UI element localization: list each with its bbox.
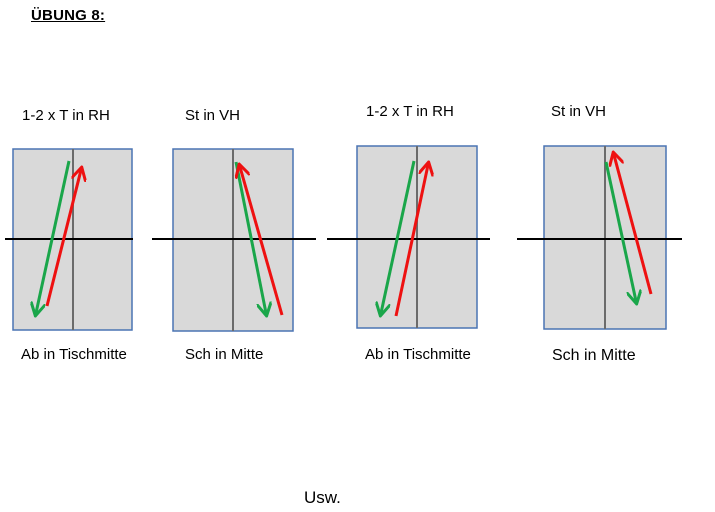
panel-1-top-label: 1-2 x T in RH [22, 107, 110, 124]
panel-4-bottom-label: Sch in Mitte [552, 347, 636, 364]
panel-2-top-label: St in VH [185, 107, 241, 124]
exercise-title: ÜBUNG 8: [31, 7, 106, 24]
panel-3 [327, 145, 490, 329]
green-arrow [604, 161, 636, 301]
panel-4 [517, 145, 682, 330]
footer-text: Usw. [304, 488, 341, 507]
green-arrow [381, 160, 416, 313]
panel-2 [152, 148, 316, 332]
red-arrow [45, 170, 81, 307]
panel-1-bottom-label: Ab in Tischmitte [21, 346, 127, 363]
panel-3-bottom-label: Ab in Tischmitte [365, 346, 471, 363]
green-arrow [234, 161, 266, 313]
red-arrow [394, 165, 428, 317]
green-arrow [36, 160, 71, 313]
panel-4-top-label: St in VH [551, 103, 607, 120]
panel-2-bottom-label: Sch in Mitte [185, 346, 264, 363]
panel-3-top-label: 1-2 x T in RH [366, 103, 454, 120]
panel-1 [5, 148, 133, 331]
red-arrow [240, 167, 284, 316]
red-arrow [614, 155, 653, 295]
